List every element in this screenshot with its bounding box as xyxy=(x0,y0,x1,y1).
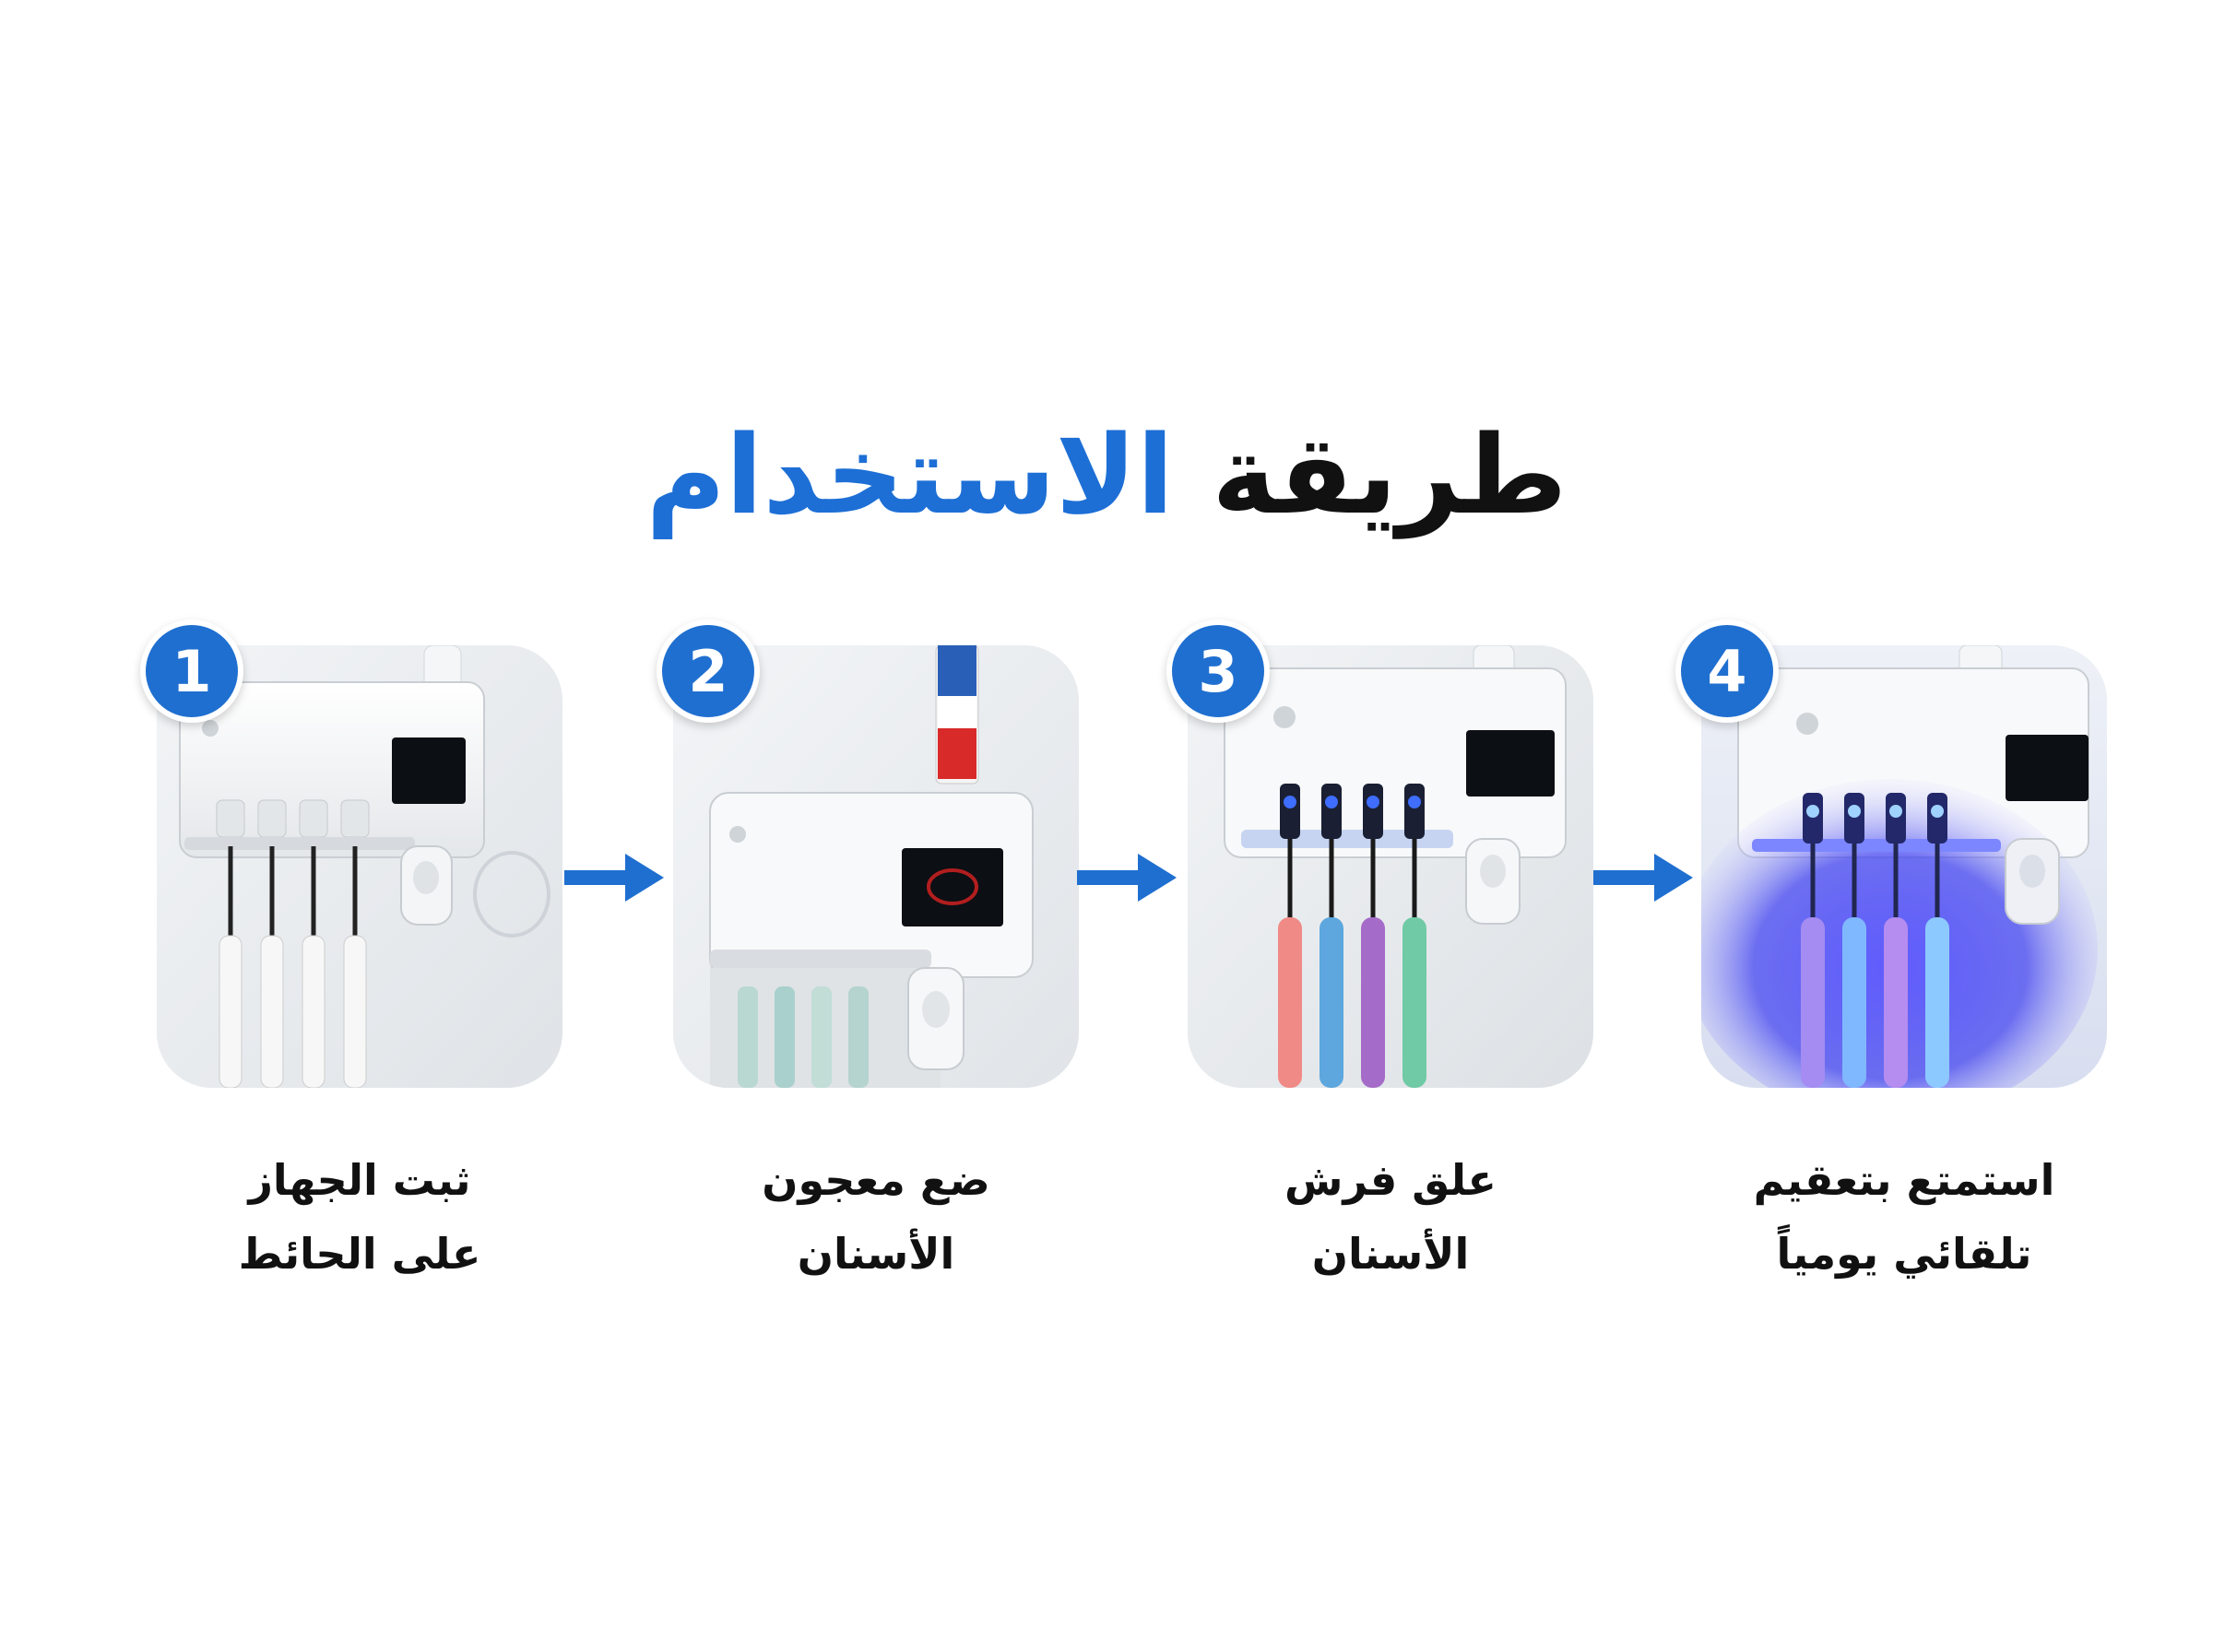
step-1-image xyxy=(157,645,562,1088)
step-4-caption-line2: تلقائي يومياً xyxy=(1776,1229,2032,1279)
step-3-card xyxy=(1188,645,1593,1088)
step-3-image xyxy=(1188,645,1593,1088)
page-title: طريقة الاستخدام xyxy=(0,406,2213,544)
arrow-right-icon xyxy=(1593,854,1693,902)
step-4-card xyxy=(1701,645,2107,1088)
step-2-caption-line2: الأسنان xyxy=(797,1229,955,1279)
step-4-image xyxy=(1701,645,2107,1088)
step-2-number-badge: 2 xyxy=(657,620,760,723)
step-2-card xyxy=(673,645,1079,1088)
title-black-part: طريقة xyxy=(1212,411,1568,538)
step-1-caption: ثبت الجهاز على الحائط xyxy=(157,1143,562,1291)
toothpaste-insert-illustration xyxy=(673,645,1079,1088)
toothbrushes-hanging-illustration xyxy=(1188,645,1593,1088)
arrow-right-icon xyxy=(564,854,664,902)
step-2-caption: ضع معجون الأسنان xyxy=(673,1143,1079,1291)
title-blue-part: الاستخدام xyxy=(645,411,1175,538)
uv-sterilization-illustration xyxy=(1701,645,2107,1088)
step-3-number-badge: 3 xyxy=(1166,620,1270,723)
step-1-caption-line1: ثبت الجهاز xyxy=(248,1155,471,1205)
step-3-caption-line2: الأسنان xyxy=(1311,1229,1470,1279)
step-2-caption-line1: ضع معجون xyxy=(762,1155,990,1205)
arrow-right-icon xyxy=(1077,854,1177,902)
step-2-image xyxy=(673,645,1079,1088)
step-1-caption-line2: على الحائط xyxy=(238,1229,481,1279)
step-1-card xyxy=(157,645,562,1088)
step-4-caption-line1: استمتع بتعقيم xyxy=(1753,1155,2055,1205)
step-3-caption: علق فرش الأسنان xyxy=(1188,1143,1593,1291)
step-1-number-badge: 1 xyxy=(140,620,243,723)
step-4-caption: استمتع بتعقيم تلقائي يومياً xyxy=(1701,1143,2107,1291)
device-wall-mount-illustration xyxy=(157,645,562,1088)
step-4-number-badge: 4 xyxy=(1675,620,1779,723)
step-3-caption-line1: علق فرش xyxy=(1284,1155,1497,1205)
